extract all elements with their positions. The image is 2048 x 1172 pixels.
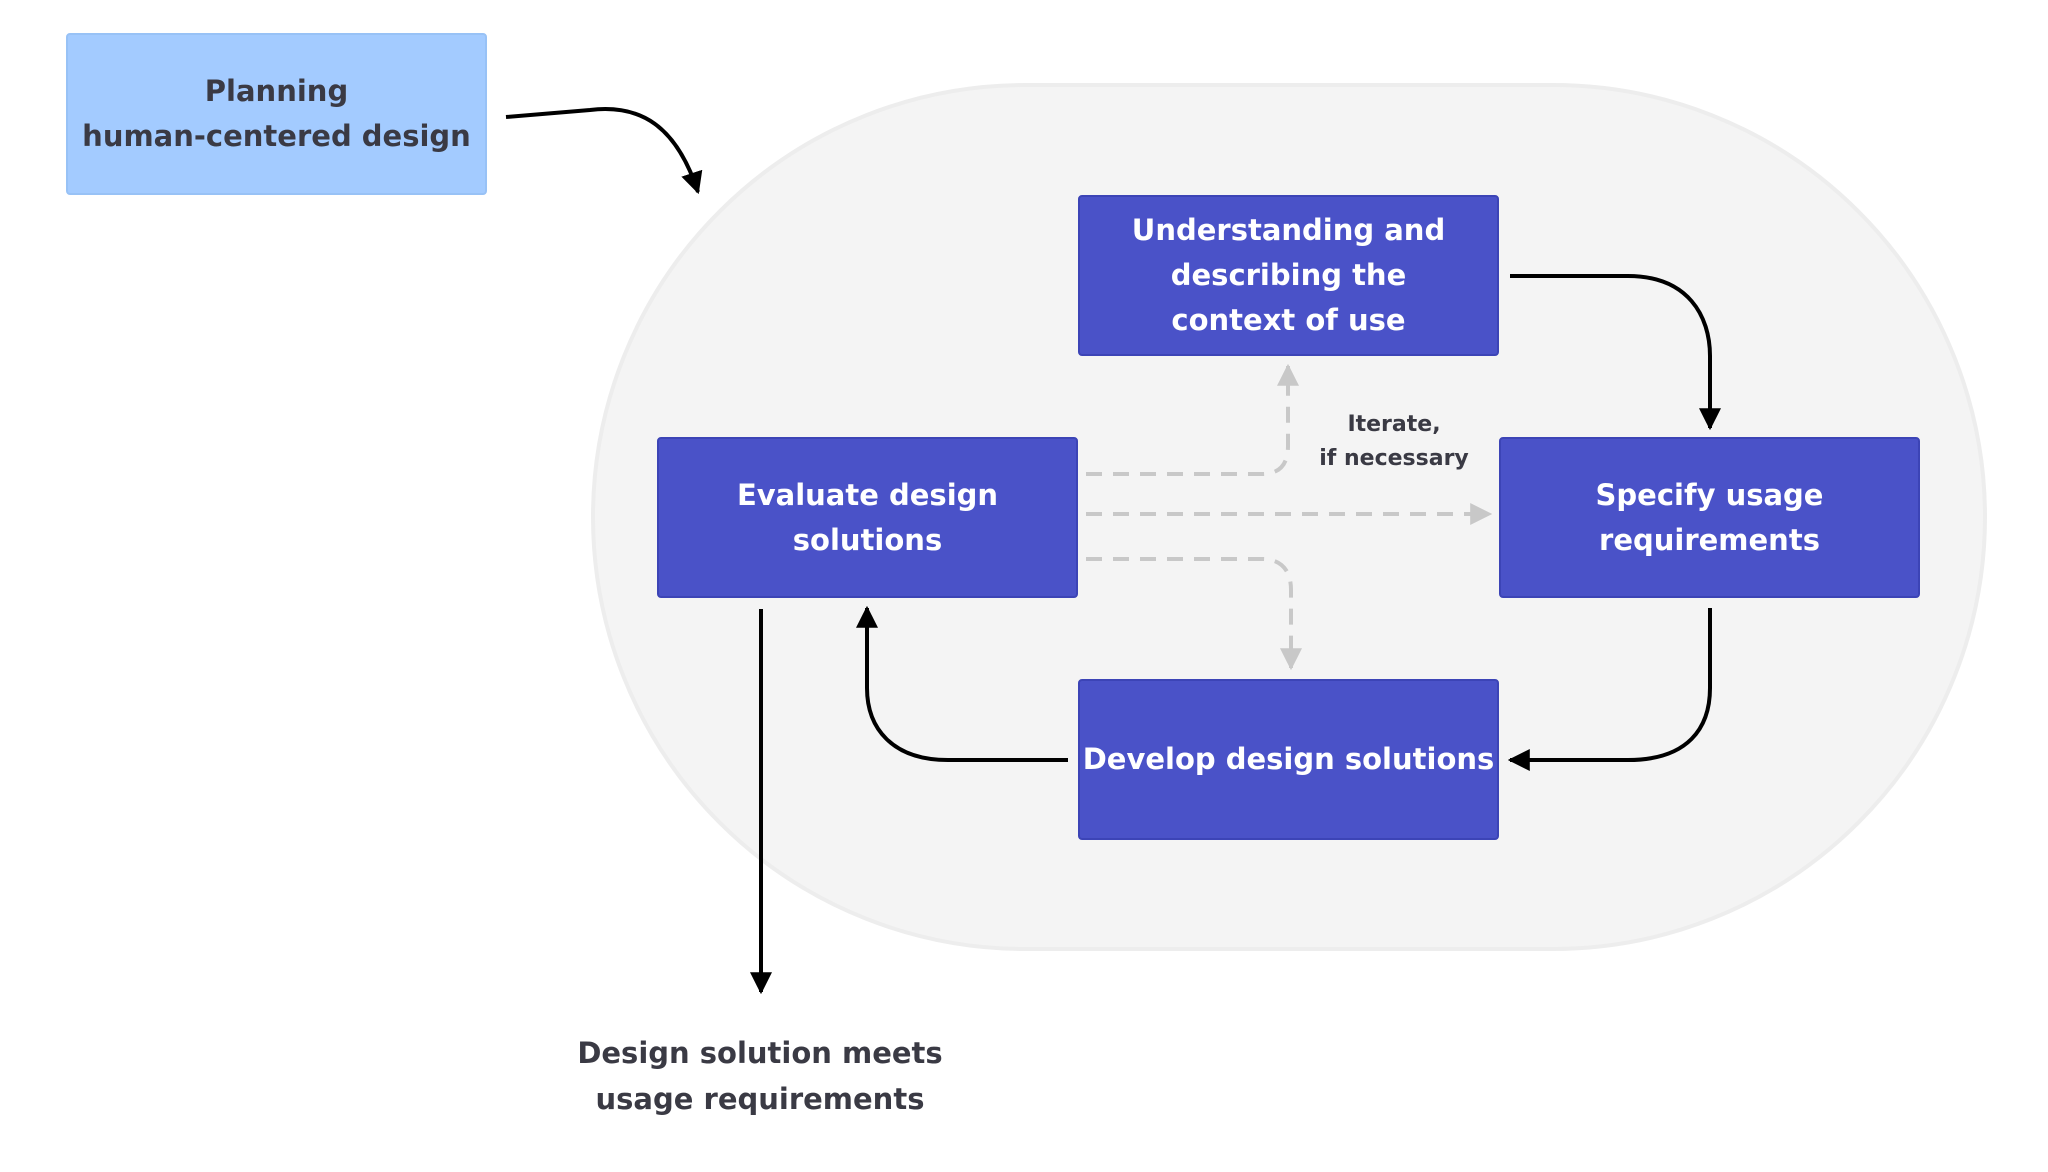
planning-node: Planning human-centered design — [66, 33, 487, 195]
evaluate-solutions-node: Evaluate design solutions — [657, 437, 1078, 598]
specify-requirements-node: Specify usage requirements — [1499, 437, 1920, 598]
dashed-arrow-iterate-to-develop — [1086, 557, 1302, 671]
arrow-develop-to-evaluate — [856, 605, 1068, 762]
understand-context-node: Understanding and describing the context… — [1078, 195, 1499, 356]
dashed-arrow-iterate-to-understand — [1086, 363, 1299, 476]
iterate-label: Iterate, if necessary — [1319, 412, 1469, 471]
arrow-specify-to-develop — [1507, 608, 1712, 771]
arrow-planning-to-cycle — [505, 107, 703, 195]
outcome-label: Design solution meets usage requirements — [577, 1036, 943, 1116]
develop-solutions-node: Develop design solutions — [1078, 679, 1499, 840]
arrow-understand-to-specify — [1510, 274, 1721, 431]
